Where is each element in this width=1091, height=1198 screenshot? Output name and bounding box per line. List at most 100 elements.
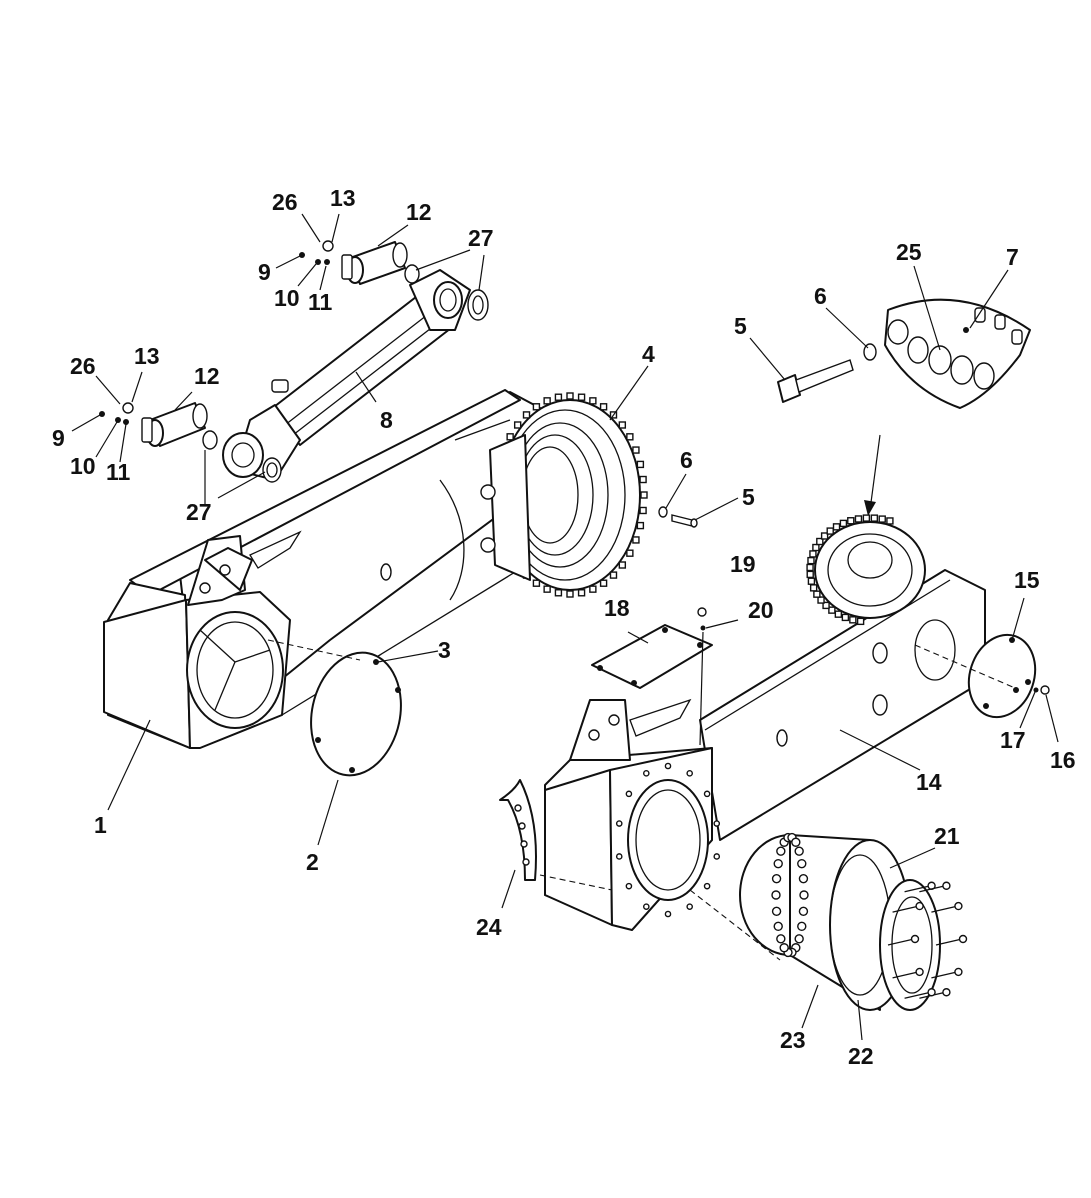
- box-bolt-hole: [713, 820, 721, 827]
- ring-tooth: [543, 397, 551, 405]
- callout-20: 20: [748, 597, 774, 623]
- callout-2: 2: [306, 849, 319, 875]
- ring-tooth: [636, 460, 645, 469]
- box-bolt-hole: [686, 770, 693, 777]
- callout-13-upper: 13: [330, 185, 356, 211]
- callout-6-motor: 6: [814, 283, 827, 309]
- drive-bolt: [797, 858, 807, 869]
- sprocket-tooth: [878, 515, 886, 523]
- sprocket-tooth: [847, 517, 855, 525]
- sprocket-tooth: [862, 514, 871, 522]
- box-bolt-hole: [643, 770, 650, 777]
- callout-7: 7: [1006, 244, 1019, 270]
- ring-tooth: [639, 506, 647, 515]
- cover-plate-left: [267, 639, 402, 777]
- box-bolt-hole: [703, 882, 711, 890]
- callout-14: 14: [916, 769, 942, 795]
- wheel-stud: [931, 971, 958, 979]
- callout-15: 15: [1014, 567, 1040, 593]
- ring-tooth: [609, 571, 618, 579]
- ring-tooth: [577, 589, 586, 597]
- sprocket-tooth: [886, 517, 894, 525]
- box-bolt-hole: [664, 910, 672, 918]
- sprocket-tooth: [809, 584, 818, 592]
- sprocket-tooth: [854, 515, 863, 523]
- ring-tooth: [589, 397, 597, 405]
- ring-tooth: [513, 421, 522, 429]
- drive-bolt: [797, 921, 807, 932]
- sprocket-tooth: [816, 537, 824, 546]
- drive-bolt: [771, 906, 782, 917]
- callout-25: 25: [896, 239, 922, 265]
- drive-bolt: [771, 890, 781, 900]
- callout-12-upper: 12: [406, 199, 432, 225]
- sprocket-tooth: [813, 590, 821, 598]
- box-bolt-hole: [625, 790, 633, 798]
- sprocket-tooth: [809, 550, 817, 558]
- sprocket-tooth: [806, 563, 814, 572]
- callout-10-lower: 10: [70, 453, 96, 479]
- wheel-stud-end: [954, 901, 963, 911]
- wheel-stud-end: [954, 967, 963, 977]
- box-bolt-hole: [643, 903, 650, 910]
- ring-tooth: [577, 393, 586, 401]
- drive-bolt: [771, 873, 782, 884]
- sprocket-tooth: [807, 577, 816, 585]
- drive-bolt: [794, 846, 804, 856]
- callout-26-upper: 26: [272, 189, 298, 215]
- wheel-stud-end: [915, 967, 924, 977]
- box-bolt-hole: [664, 762, 672, 770]
- pin-assembly-upper: [299, 240, 489, 321]
- callout-9-lower: 9: [52, 425, 65, 451]
- wheel-stud-end: [942, 988, 951, 997]
- callout-1: 1: [94, 812, 107, 838]
- ring-tooth: [639, 475, 647, 484]
- drive-bolt: [776, 934, 786, 944]
- wheel-stud: [904, 885, 931, 893]
- ring-tooth: [618, 561, 627, 569]
- sprocket-tooth: [832, 523, 841, 531]
- ring-tooth: [566, 590, 574, 598]
- sprocket-tooth: [807, 556, 815, 565]
- sprocket-tooth: [826, 527, 834, 535]
- ring-tooth: [589, 585, 597, 593]
- ring-tooth: [636, 521, 645, 530]
- bolt-and-washer-ring: [658, 506, 698, 528]
- sprocket-tooth: [812, 543, 820, 552]
- callout-21: 21: [934, 823, 960, 849]
- drive-bolt: [798, 873, 809, 884]
- sprocket-tooth: [822, 601, 830, 610]
- callout-5-ring: 5: [742, 484, 755, 510]
- ring-tooth: [626, 433, 634, 441]
- sprocket-tooth: [856, 617, 865, 626]
- drive-bolt: [776, 846, 786, 856]
- callout-10-upper: 10: [274, 285, 300, 311]
- cover-plate-15: [914, 633, 1050, 719]
- ring-tooth: [532, 403, 541, 411]
- wheel-stud: [919, 885, 946, 893]
- box-bolt-hole: [615, 853, 623, 860]
- ring-tooth: [554, 393, 563, 401]
- ring-tooth: [618, 421, 627, 429]
- box-bolt-hole: [686, 903, 693, 910]
- callout-19: 19: [730, 551, 756, 577]
- callout-12-lower: 12: [194, 363, 220, 389]
- sprocket-tooth: [834, 610, 843, 618]
- ring-tooth: [522, 411, 531, 419]
- hydraulic-cylinder: [222, 269, 471, 481]
- ring-tooth: [632, 536, 640, 544]
- box-bolt-hole: [625, 882, 633, 890]
- box-bolt-hole: [713, 853, 721, 860]
- right-track-frame: [539, 514, 986, 961]
- ring-tooth: [543, 585, 551, 593]
- ring-tooth: [532, 579, 541, 587]
- leader-lines: [71, 213, 1059, 1041]
- sprocket-tooth: [839, 519, 848, 528]
- drive-bolt: [799, 890, 809, 900]
- ring-tooth: [599, 579, 608, 587]
- callout-24: 24: [476, 914, 502, 940]
- box-bolt-hole: [615, 820, 623, 827]
- callout-11-upper: 11: [308, 289, 333, 315]
